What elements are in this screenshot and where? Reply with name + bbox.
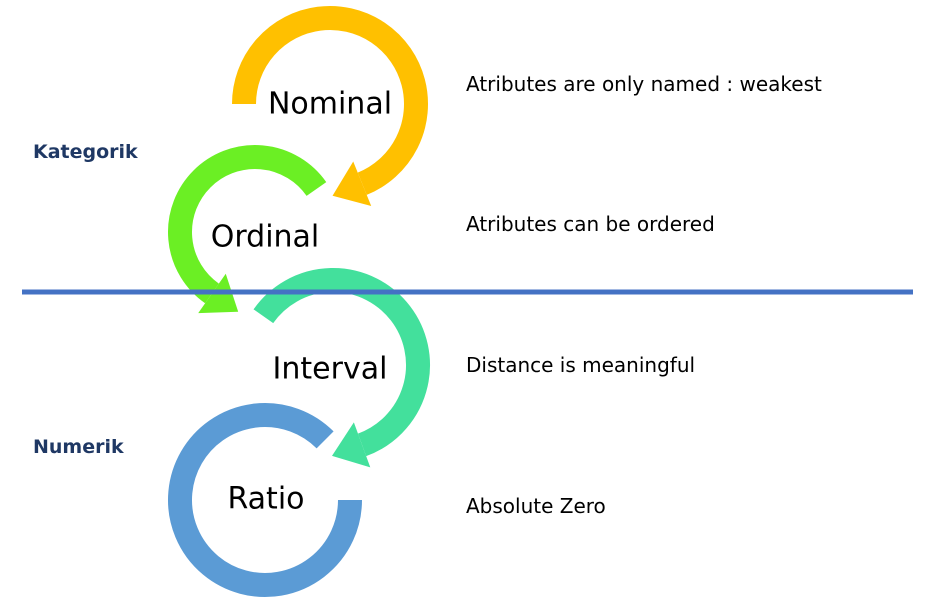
level-ordinal: Ordinal [210,219,320,255]
category-numerik: Numerik [33,436,124,458]
nominal-arrowhead-icon [332,161,372,206]
category-kategorik: Kategorik [33,141,138,163]
level-interval: Interval [272,351,388,387]
interval-arc [253,268,430,457]
nominal-arc [232,6,428,195]
description-ratio: Absolute Zero [466,494,606,518]
ratio-arc [168,403,362,597]
description-interval: Distance is meaningful [466,353,696,377]
description-ordinal: Atributes can be ordered [466,212,715,236]
level-ratio: Ratio [227,481,305,517]
interval-arrowhead-icon [332,422,371,468]
ordinal-arc [168,145,327,304]
level-nominal: Nominal [267,86,393,122]
description-nominal: Atributes are only named : weakest [466,72,822,96]
